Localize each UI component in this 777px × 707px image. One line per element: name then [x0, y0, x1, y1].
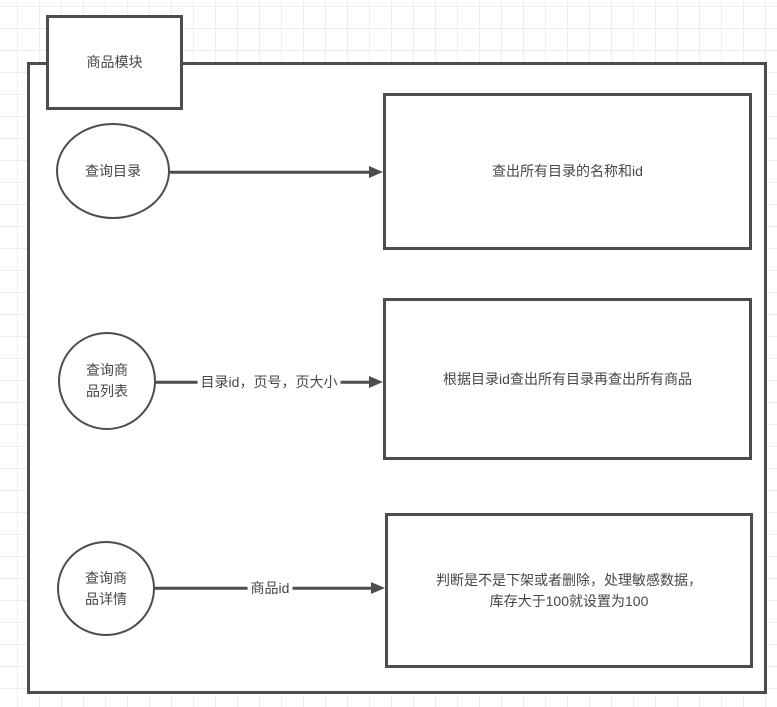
module-title-label: 商品模块: [86, 54, 143, 70]
box-product-detail-result-text: 判断是不是下架或者删除，处理敏感数据， 库存大于100就设置为100: [436, 571, 702, 609]
arrowhead-icon: [369, 166, 383, 178]
arrow-params-label: 目录id，页号，页大小: [197, 372, 341, 392]
arrow-query-product-detail: 商品id: [155, 578, 385, 598]
arrowhead-icon: [369, 376, 383, 388]
box-catalog-result-text: 查出所有目录的名称和id: [492, 163, 643, 179]
box-product-detail-result: 判断是不是下架或者删除，处理敏感数据， 库存大于100就设置为100: [385, 513, 753, 668]
box-catalog-result: 查出所有目录的名称和id: [383, 93, 752, 250]
module-title-box: 商品模块: [46, 15, 183, 110]
node-query-product-list: 查询商 品列表: [58, 332, 156, 430]
arrow-query-product-list: 目录id，页号，页大小: [155, 372, 383, 392]
arrow-product-id-label: 商品id: [247, 578, 293, 598]
arrowhead-icon: [371, 582, 385, 594]
arrow-line: [170, 170, 373, 174]
node-query-catalog: 查询目录: [56, 123, 170, 219]
arrow-query-catalog: [170, 164, 383, 180]
node-query-product-detail: 查询商 品详情: [57, 541, 155, 636]
node-query-product-detail-label: 查询商 品详情: [85, 569, 127, 607]
box-product-list-result: 根据目录id查出所有目录再查出所有商品: [383, 298, 752, 460]
box-product-list-result-text: 根据目录id查出所有目录再查出所有商品: [443, 370, 692, 387]
node-query-product-list-label: 查询商 品列表: [86, 362, 128, 399]
node-query-catalog-label: 查询目录: [85, 162, 141, 179]
